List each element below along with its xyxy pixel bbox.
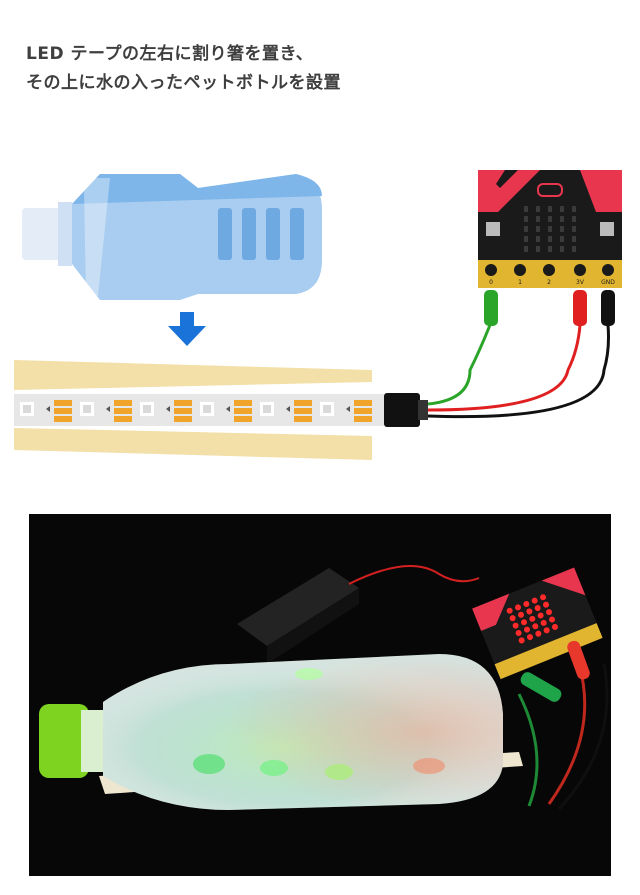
led-tape [14,394,384,426]
lit-led [546,609,553,616]
ground-clip [601,290,615,326]
matrix-led [560,216,564,222]
lit-led [517,611,524,618]
pin-label: 0 [489,279,493,286]
bottle-photo [39,654,503,810]
matrix-led [560,236,564,242]
led-pad [294,400,312,406]
edge-pin [600,262,616,278]
ground-wire [427,324,610,419]
lit-led [529,615,536,622]
lit-led [552,623,559,630]
lit-led [543,627,550,634]
lit-led [535,630,542,637]
down-arrow-icon [168,312,206,346]
photo-green-clip [520,672,562,702]
instruction-text: LED テープの左右に割り箸を置き、 その上に水の入ったペットボトルを設置 [26,40,446,98]
signal-clip [484,290,498,326]
matrix-led [536,206,540,212]
power-wire [427,324,582,412]
matrix-led [560,206,564,212]
lit-led [509,615,516,622]
matrix-led [536,226,540,232]
matrix-led [548,236,552,242]
matrix-led [536,216,540,222]
matrix-led [572,206,576,212]
microbit-board: 0 1 2 3V GND [478,170,622,288]
lit-led [534,605,541,612]
led-pad [54,400,72,406]
led-pad [234,400,252,406]
lit-led [532,623,539,630]
edge-pin [512,262,528,278]
matrix-led [524,216,528,222]
pin-label: 2 [547,279,551,286]
matrix-led [536,236,540,242]
battery-box [237,568,359,664]
edge-pin [483,262,499,278]
lit-led [518,637,525,644]
lit-led [526,608,533,615]
chopstick-bottom [14,428,372,460]
matrix-led [548,216,552,222]
lit-led [540,594,547,601]
photo-red-clip [567,640,590,680]
instruction-line-2: その上に水の入ったペットボトルを設置 [26,73,341,93]
setup-illustration: 0 1 2 3V GND [14,170,622,460]
signal-wire [427,324,492,406]
matrix-led [560,246,564,252]
lit-led [540,619,547,626]
matrix-led [572,246,576,252]
matrix-led [536,246,540,252]
button-a [486,222,500,236]
matrix-led [548,226,552,232]
lit-led [537,612,544,619]
lit-led [523,626,530,633]
matrix-led [548,246,552,252]
matrix-led [572,216,576,222]
button-b [600,222,614,236]
led-pad [114,400,132,406]
lit-led [514,604,521,611]
matrix-led [548,206,552,212]
matrix-led [524,246,528,252]
pin-label: 3V [576,279,585,286]
matrix-led [524,206,528,212]
battery-red-wire [348,565,480,585]
led-pad [174,400,192,406]
power-clip [573,290,587,326]
lit-led [549,616,556,623]
matrix-led [524,226,528,232]
result-photo [29,514,611,876]
lit-led [512,622,519,629]
instruction-line-1: LED テープの左右に割り箸を置き、 [26,44,314,64]
lit-led [531,597,538,604]
pin-label: 1 [518,279,522,286]
matrix-led [572,226,576,232]
tape-connector [384,393,420,427]
edge-pin [572,262,588,278]
lit-led [526,634,533,641]
matrix-led [572,236,576,242]
chopstick-top [14,360,372,390]
led-pad [354,400,372,406]
bottle-illustration [22,174,322,300]
lit-led [506,607,513,614]
lit-led [515,630,522,637]
pin-label: GND [601,279,615,286]
matrix-led [560,226,564,232]
lit-led [520,619,527,626]
lit-led [543,601,550,608]
lit-led [523,601,530,608]
matrix-led [524,236,528,242]
edge-pin [541,262,557,278]
